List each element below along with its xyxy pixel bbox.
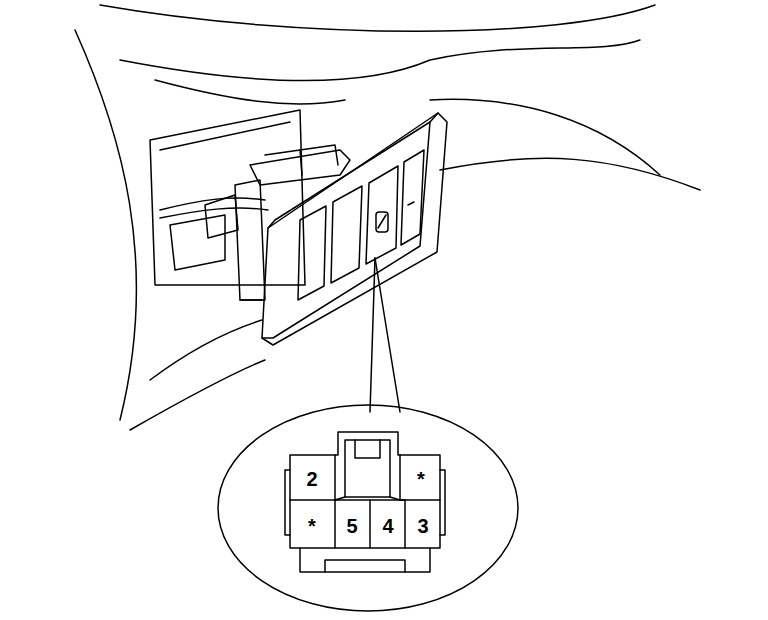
pin-number: 3 — [417, 516, 428, 536]
leader-line — [375, 258, 400, 412]
connector-cell — [290, 500, 440, 548]
connector-base — [325, 560, 405, 572]
switch-body — [250, 150, 350, 185]
pin-number: * — [417, 469, 425, 489]
switch-bezel-face — [262, 113, 438, 338]
switch-bezel-face — [268, 122, 430, 228]
dash-contour — [130, 360, 265, 430]
dash-contour — [150, 320, 262, 380]
dash-contour — [100, 5, 655, 31]
switch-body — [235, 180, 265, 300]
switch-button — [401, 150, 424, 245]
dash-opening-detail — [170, 215, 225, 270]
switch-body — [265, 150, 302, 175]
switch-icon — [376, 212, 388, 232]
connector-latch — [345, 440, 390, 497]
switch-button — [331, 186, 362, 283]
pin-number: 5 — [346, 516, 357, 536]
connector-cell — [290, 455, 335, 500]
wire — [160, 208, 268, 218]
switch-body — [300, 145, 338, 165]
switch-bezel — [262, 113, 447, 345]
switch-icon — [378, 215, 386, 228]
dash-opening-edge — [160, 122, 290, 150]
switch-button — [298, 206, 326, 300]
dash-contour — [75, 30, 136, 420]
pin-number: 2 — [306, 469, 317, 489]
connector-side — [285, 470, 445, 535]
dash-opening — [150, 110, 305, 285]
connector-latch — [355, 440, 380, 458]
dash-contour — [155, 80, 345, 104]
pin-number: 4 — [382, 516, 393, 536]
dash-contour — [440, 158, 700, 190]
connector-cell — [400, 455, 440, 500]
dash-contour — [120, 40, 640, 81]
pin-number: * — [308, 516, 316, 536]
dash-contour — [430, 99, 660, 175]
switch-indicator — [408, 202, 414, 205]
connector-plug — [205, 195, 238, 238]
connector-cell — [335, 499, 405, 501]
connector-cell — [335, 500, 405, 548]
callout-circle — [218, 405, 518, 611]
connector-base — [300, 548, 430, 572]
leader-line — [370, 258, 375, 412]
switch-button — [366, 166, 398, 264]
switch-body — [240, 299, 262, 301]
